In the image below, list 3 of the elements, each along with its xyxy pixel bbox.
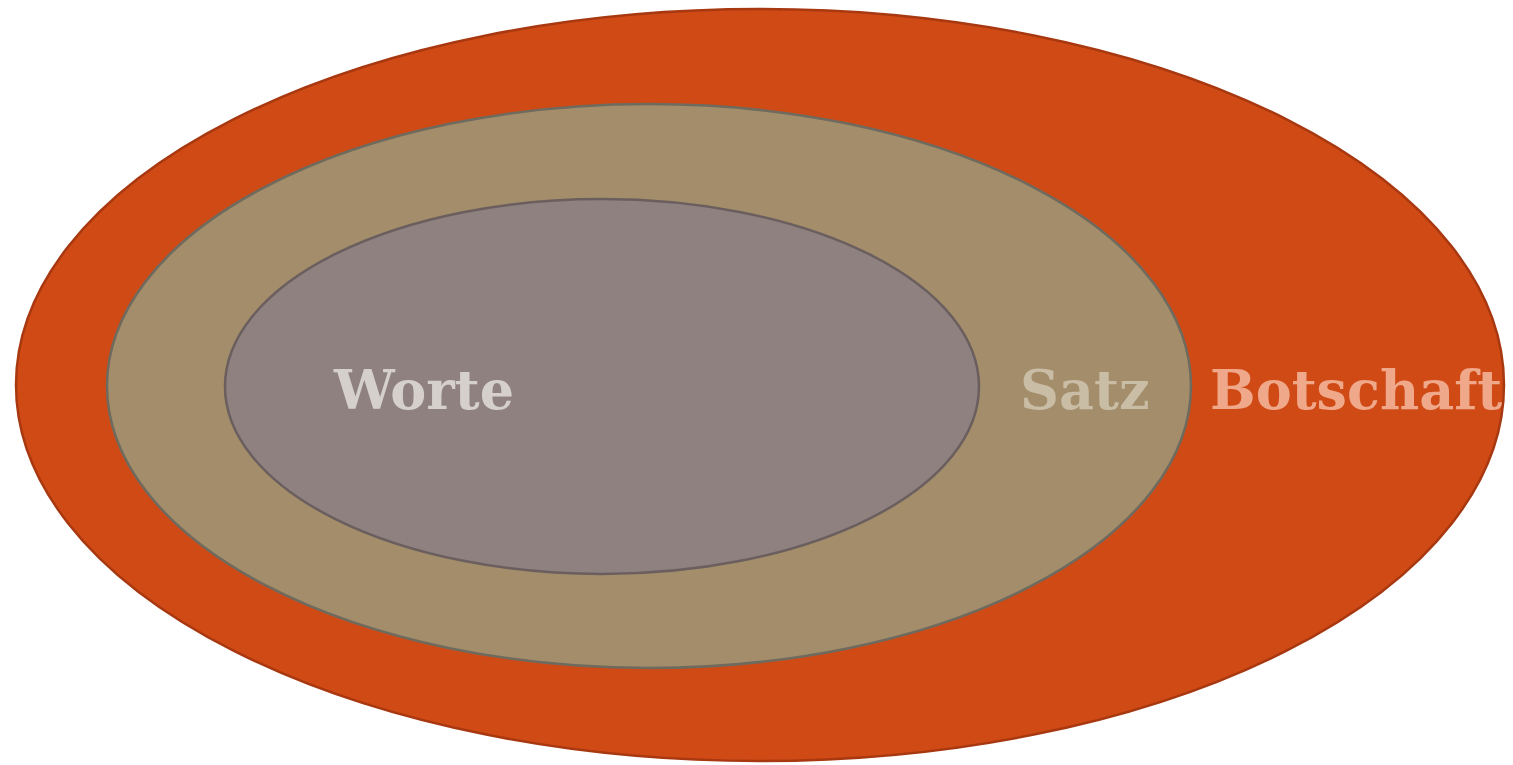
set-label: Botschaft [1210,363,1503,417]
set-label: Worte [334,363,514,417]
set-label: Satz [1020,363,1150,417]
